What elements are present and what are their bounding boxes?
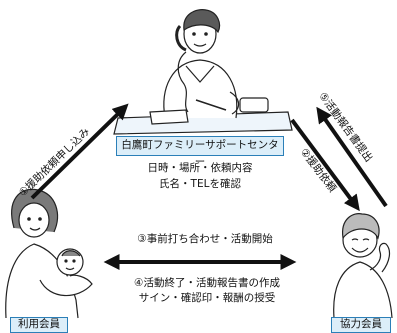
user-member-illustration [5, 188, 93, 319]
center-details-line1: 日時・場所・依頼内容 [147, 162, 253, 174]
helper-member-illustration [333, 213, 393, 319]
center-name-label: 白鷹町ファミリーサポートセンター [116, 136, 284, 168]
user-member-label: 利用会員 [10, 317, 68, 333]
operator-illustration [113, 9, 293, 135]
step4-line1: ④活動終了・活動報告書の作成 [134, 277, 280, 289]
step4-line2: サイン・確認印・報酬の授受 [138, 292, 276, 304]
arrow-report-to-center [316, 106, 388, 208]
step4-label: ④活動終了・活動報告書の作成 サイン・確認印・報酬の授受 [122, 276, 292, 306]
helper-member-label: 協力会員 [331, 317, 391, 333]
center-details-line2: 氏名・TELを確認 [159, 178, 241, 190]
step3-label: ③事前打ち合わせ・活動開始 [137, 233, 273, 245]
arrow-center-to-helper [290, 118, 360, 212]
arrow-request-to-center [30, 103, 129, 200]
center-details: 日時・場所・依頼内容 氏名・TELを確認 [116, 160, 284, 192]
